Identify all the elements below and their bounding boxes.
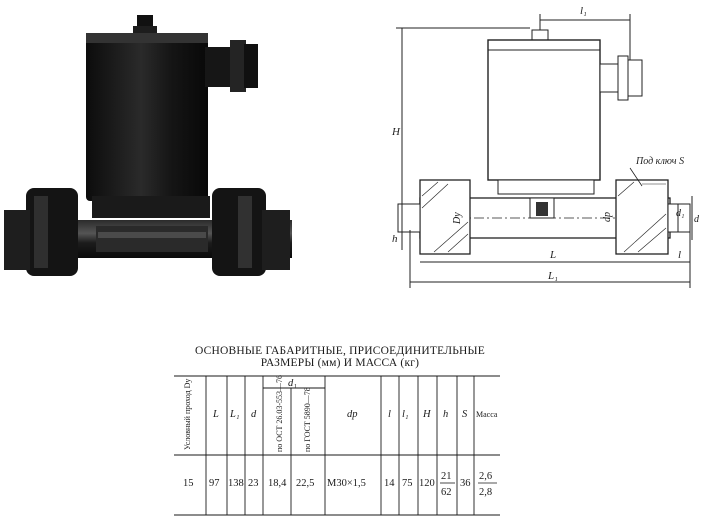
cell-h-top: 21 [441,471,452,482]
dim-L-label: L [549,249,556,261]
drawing-left-nut [419,179,471,255]
dim-l-label: l [678,249,681,261]
dim-Du-label: Dу [452,212,463,225]
drawing-coil [487,39,601,181]
cell-l: 14 [384,478,395,489]
drawing-right-nut [615,179,669,255]
dim-L1-label: L₁ [547,270,558,282]
cell-d: 23 [248,478,259,489]
header-mass: Масса [476,410,498,419]
dim-h-label: h [392,233,398,245]
cell-h-bottom: 62 [441,487,452,498]
cell-d1-ost: 18,4 [268,478,287,489]
header-L1: L₁ [229,409,240,420]
header-d: d [251,409,257,420]
dim-H-label: H [391,126,401,138]
header-d1-ost: по ОСТ 26.03-553—76 [275,375,284,452]
header-dn: Условный проход Dу [183,379,192,450]
cell-L: 97 [209,478,220,489]
cell-dn: 15 [183,478,194,489]
valve-drawing: l₁ H h L L₁ l Dу dр d₁ d Под ключ [391,5,700,288]
header-l1: l₁ [402,409,409,420]
cell-L1: 138 [228,478,244,489]
table-title-line2: РАЗМЕРЫ (мм) И МАССА (кг) [260,357,420,369]
coil-housing [86,33,208,201]
cell-d1-gost: 22,5 [296,478,314,489]
dim-l1-label: l₁ [580,5,587,17]
valve-photo [4,15,292,276]
dim-d1-label: d₁ [676,208,684,219]
header-H: H [422,409,432,420]
header-S: S [462,409,468,420]
header-L: L [212,409,219,420]
dim-d-label: d [694,214,700,225]
header-h: h [443,409,448,420]
header-l: l [388,409,391,420]
cell-dp: М30×1,5 [327,478,366,489]
table-title-line1: ОСНОВНЫЕ ГАБАРИТНЫЕ, ПРИСОЕДИНИТЕЛЬНЫЕ [195,345,485,357]
header-dp: dр [347,409,358,420]
cell-l1: 75 [402,478,413,489]
dim-dp-label: dр [602,212,613,222]
cell-mass-top: 2,6 [479,471,492,482]
header-d1-group: d₁ [288,378,297,389]
cell-H: 120 [419,478,435,489]
cell-mass-bottom: 2,8 [479,487,492,498]
wrench-size-label: Под ключ S [635,156,684,167]
cell-S: 36 [460,478,471,489]
header-d1-gost: по ГОСТ 5890—78 [303,387,312,452]
